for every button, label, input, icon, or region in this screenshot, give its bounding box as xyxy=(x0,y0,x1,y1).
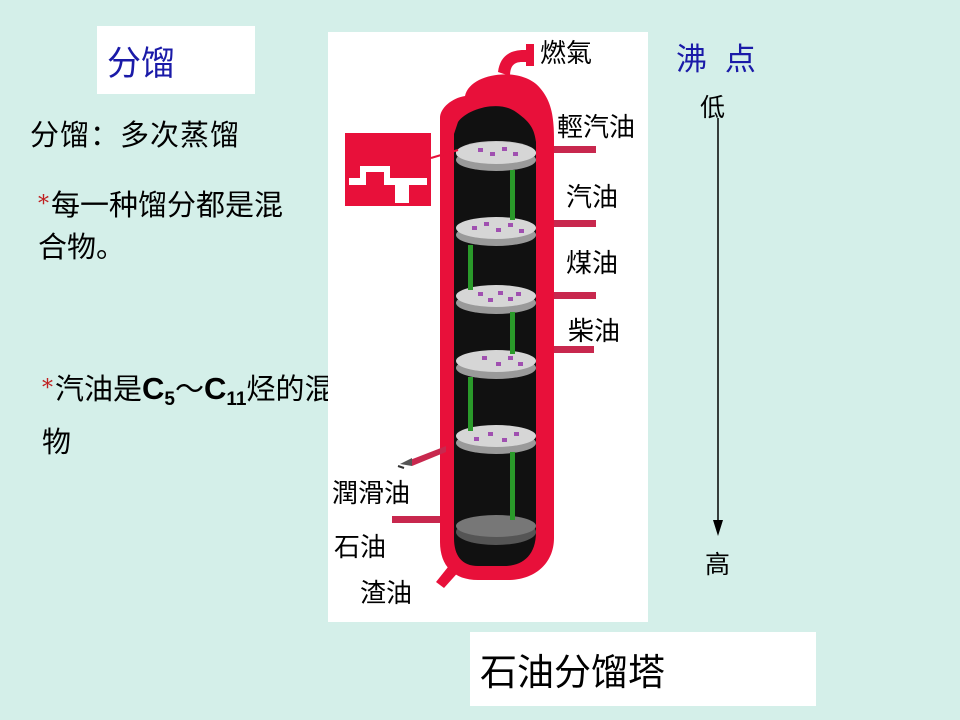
bullet-1: *每一种馏分都是混合物。 xyxy=(38,184,308,268)
boiling-point-arrow xyxy=(713,118,723,536)
bullet-marker: * xyxy=(38,192,49,217)
label-lubricant: 潤滑油 xyxy=(332,479,410,509)
diagram-caption: 石油分馏塔 xyxy=(480,651,665,694)
boiling-point-high: 高 xyxy=(705,550,731,579)
bullet-1-text: 每一种馏分都是混合物。 xyxy=(38,188,284,264)
formula-tilde: ～ xyxy=(174,372,204,406)
downcomer-pipes xyxy=(468,170,515,520)
tower-interior xyxy=(454,106,536,567)
page-title: 分馏 xyxy=(107,43,175,84)
gas-nozzle xyxy=(526,44,534,66)
gas-outlet-pipe xyxy=(498,50,530,76)
caption-box: 石油分馏塔 xyxy=(470,632,816,706)
label-gas: 燃氣 xyxy=(540,39,592,69)
title-box: 分馏 xyxy=(97,26,255,94)
label-light-oil: 輕汽油 xyxy=(557,113,635,143)
formula-c5: C5 xyxy=(142,371,175,410)
tray-1 xyxy=(456,141,536,171)
lubricant-pipe xyxy=(410,446,446,466)
bullet-2-pre: 汽油是 xyxy=(55,372,143,406)
vapor-bubbles xyxy=(472,147,524,442)
boiling-point-title: 沸 点 xyxy=(676,42,760,78)
tray-4 xyxy=(456,350,536,379)
label-kerosene: 煤油 xyxy=(566,249,618,279)
label-gasoline: 汽油 xyxy=(566,183,618,213)
bubble-cap-inset xyxy=(345,133,459,206)
label-diesel: 柴油 xyxy=(568,317,620,347)
tray-3 xyxy=(456,285,536,314)
bullet-marker: * xyxy=(42,376,53,401)
boiling-point-low: 低 xyxy=(700,93,726,122)
residue-pipe xyxy=(436,562,462,588)
label-paraffin: 石油 xyxy=(334,533,386,563)
formula-c11: C11 xyxy=(204,371,247,410)
side-outlets xyxy=(392,146,596,523)
label-residue: 渣油 xyxy=(360,579,412,609)
definition-text: 分馏：多次蒸馏 xyxy=(30,118,241,152)
